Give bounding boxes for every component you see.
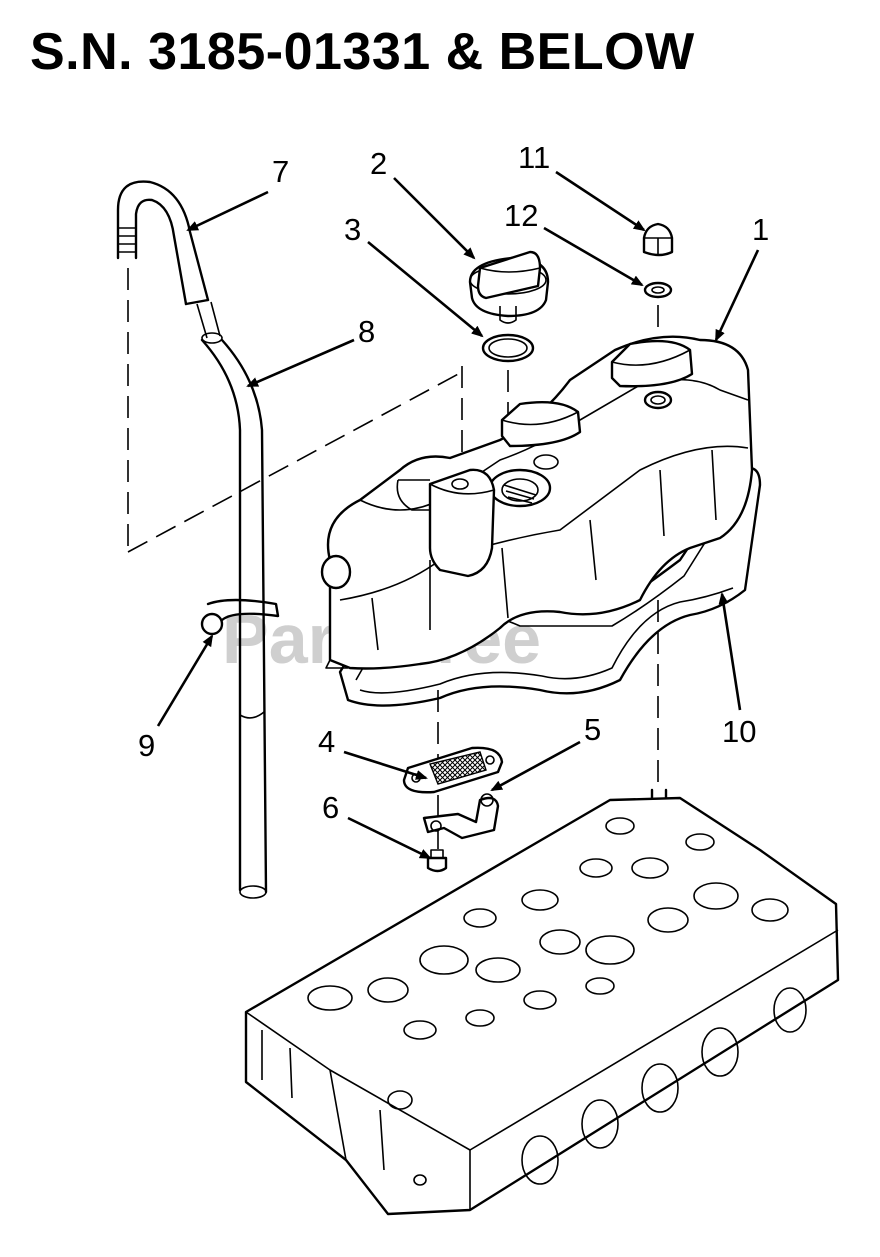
diagram-title: S.N. 3185-01331 & BELOW <box>30 23 695 81</box>
leader-6 <box>347 816 432 860</box>
leader-10 <box>718 592 742 711</box>
callout-11: 11 <box>518 140 550 175</box>
callout-3: 3 <box>344 212 361 247</box>
callout-4: 4 <box>318 724 335 759</box>
callout-1: 1 <box>752 212 769 247</box>
o-ring <box>481 333 535 363</box>
cap-nut <box>642 222 674 257</box>
leader-3 <box>367 240 484 338</box>
leader-8 <box>246 338 355 388</box>
leader-11 <box>555 170 646 232</box>
leader-7 <box>186 190 269 232</box>
leader-4 <box>343 750 428 780</box>
callout-7: 7 <box>272 154 289 189</box>
breather-hose <box>116 180 221 339</box>
callout-6: 6 <box>322 790 339 825</box>
tube-clamp <box>200 598 280 636</box>
retaining-plate <box>422 793 500 840</box>
callout-10: 10 <box>722 714 756 749</box>
leader-5 <box>490 740 581 792</box>
breather-element <box>402 746 504 794</box>
callout-labels: 7 2 3 11 12 1 8 9 10 4 5 6 <box>138 140 769 825</box>
oil-filler-cap <box>468 250 550 324</box>
callout-leaders <box>156 170 760 860</box>
cylinder-head <box>244 796 840 1216</box>
valve-cover <box>320 335 754 670</box>
screw <box>426 849 448 873</box>
callout-8: 8 <box>358 314 375 349</box>
callout-2: 2 <box>370 146 387 181</box>
leader-12 <box>543 226 644 287</box>
sealing-washer <box>643 281 673 299</box>
leader-2 <box>393 177 476 260</box>
leader-1 <box>714 249 760 342</box>
callout-12: 12 <box>504 198 538 233</box>
leader-9 <box>156 634 214 727</box>
callout-9: 9 <box>138 728 155 763</box>
callout-5: 5 <box>584 712 601 747</box>
